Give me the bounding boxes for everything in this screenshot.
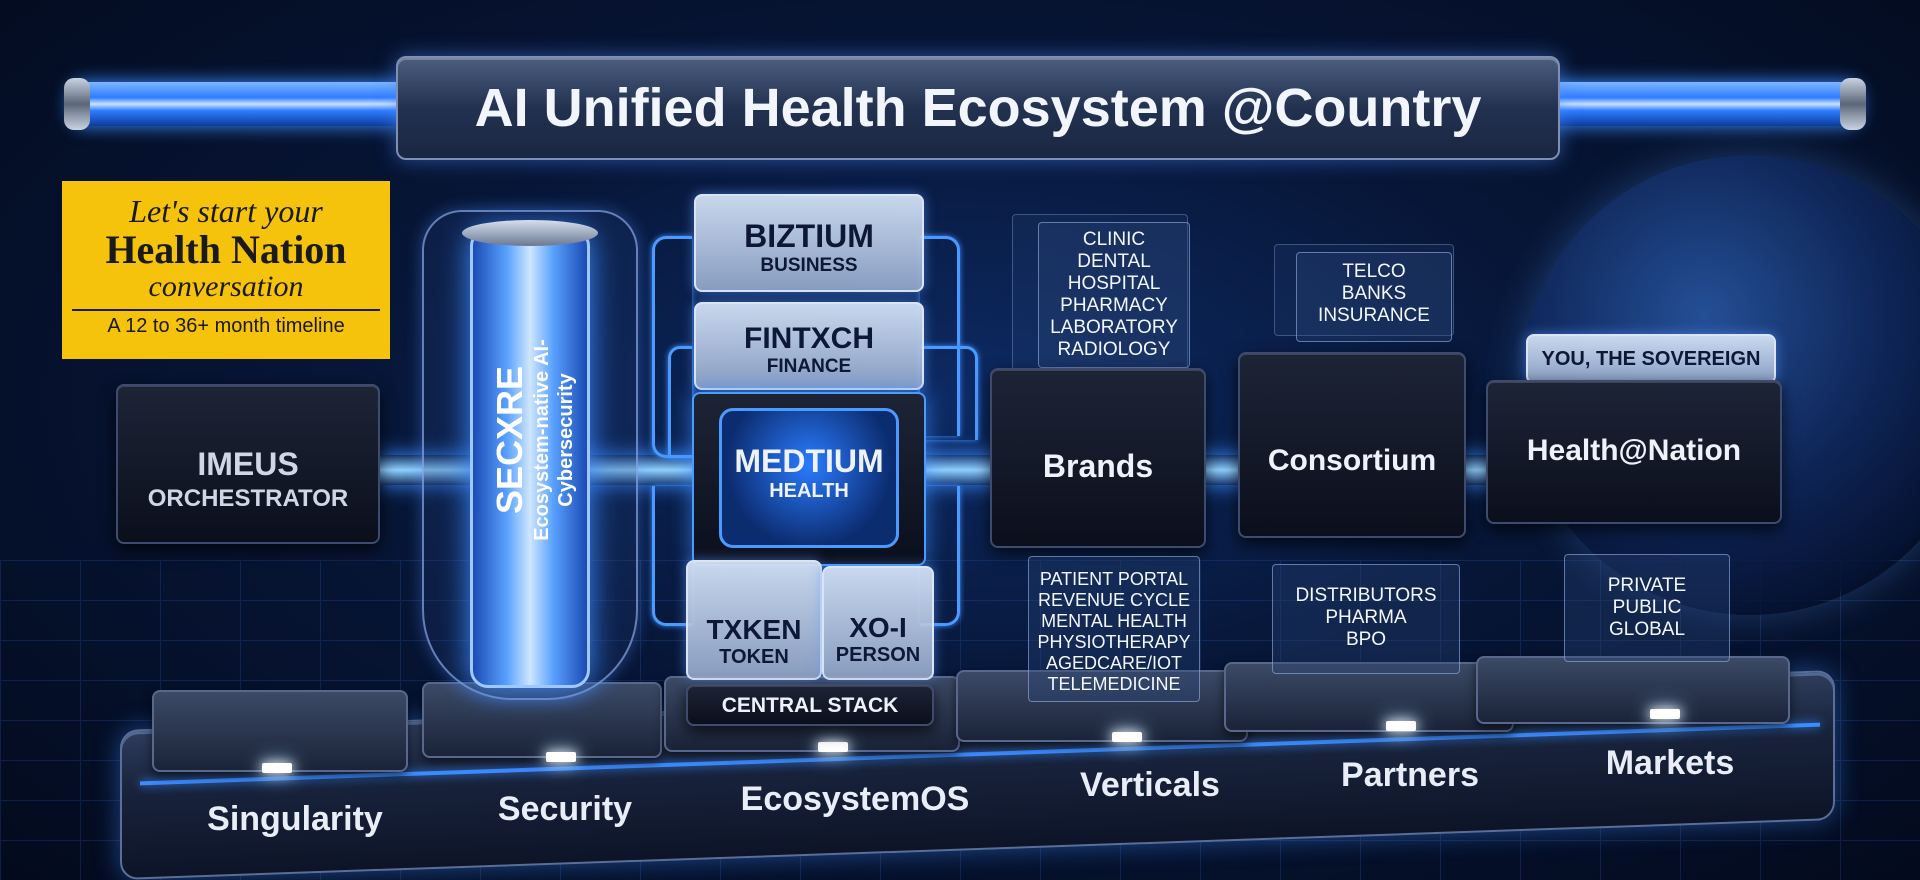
cta-box: Let's start your Health Nation conversat… [62, 181, 390, 359]
wire-right-biztium [920, 236, 960, 436]
brands-top-item: DENTAL [1077, 251, 1151, 272]
consortium-top-item: INSURANCE [1318, 305, 1430, 326]
central-stack-label-box: CENTRAL STACK [686, 684, 934, 726]
brands-top-item: LABORATORY [1050, 317, 1178, 338]
consortium-name: Consortium [1267, 444, 1437, 477]
brands-top-item: CLINIC [1082, 229, 1146, 250]
consortium-bottom-item: DISTRIBUTORS [1295, 585, 1437, 606]
wire-right-token [920, 486, 960, 626]
led-ecosystemos [818, 742, 848, 752]
security-text-block: SECXRE Ecosystem-native AI-Cybersecurity [489, 290, 577, 590]
nation-bottom-item: PRIVATE [1607, 575, 1687, 596]
brands-top-item: PHARMACY [1060, 295, 1168, 316]
security-name: SECXRE [489, 365, 530, 515]
medtium-name: MEDTIUM [734, 443, 884, 479]
title-tube-left [70, 82, 410, 126]
wire-token [652, 486, 692, 626]
consortium-top-list: TELCO BANKS INSURANCE [1296, 252, 1452, 342]
orchestrator-block: IMEUS ORCHESTRATOR [116, 384, 380, 544]
layer-label-ecosystemos: EcosystemOS [740, 780, 970, 818]
cta-line-1: Let's start your [129, 193, 323, 229]
cta-line-2: Health Nation [105, 227, 347, 272]
biztium-block: BIZTIUM BUSINESS [694, 194, 924, 292]
fintxch-block: FINTXCH FINANCE [694, 302, 924, 390]
layer-label-singularity: Singularity [207, 800, 383, 838]
consortium-bottom-item: BPO [1345, 629, 1387, 650]
biztium-name: BIZTIUM [744, 218, 874, 254]
xoi-sub: PERSON [835, 644, 921, 666]
plinth-singularity [152, 690, 408, 772]
led-markets [1650, 709, 1680, 719]
sovereign-plate: YOU, THE SOVEREIGN [1526, 334, 1776, 384]
consortium-top-item: BANKS [1341, 283, 1407, 304]
led-security [546, 752, 576, 762]
consortium-top-item: TELCO [1342, 261, 1406, 282]
brands-top-item: HOSPITAL [1067, 273, 1161, 294]
nation-bottom-list: PRIVATE PUBLIC GLOBAL [1564, 554, 1730, 662]
txken-name: TXKEN [706, 614, 802, 645]
txken-sub: TOKEN [719, 646, 789, 668]
xoi-block: XO-I PERSON [822, 566, 934, 680]
security-pillar [470, 228, 590, 688]
medtium-sub: HEALTH [769, 480, 849, 502]
orchestrator-name: IMEUS [197, 446, 299, 482]
wire-right-fintxch [920, 346, 978, 440]
led-singularity [262, 763, 292, 773]
brands-top-list: CLINIC DENTAL HOSPITAL PHARMACY LABORATO… [1038, 222, 1190, 368]
layer-label-partners: Partners [1341, 756, 1479, 794]
page-title: AI Unified Health Ecosystem @Country [396, 56, 1560, 160]
cta-line-3: conversation [148, 270, 304, 303]
cta-divider [72, 309, 380, 311]
health-nation-name: Health@Nation [1526, 434, 1742, 467]
page-title-text: AI Unified Health Ecosystem @Country [474, 78, 1482, 138]
layer-label-security: Security [497, 790, 633, 828]
brands-top-panel [1012, 214, 1188, 372]
xoi-name: XO-I [849, 612, 907, 643]
txken-block: TXKEN TOKEN [686, 560, 822, 680]
orchestrator-sub: ORCHESTRATOR [147, 485, 349, 512]
brands-top-item: RADIOLOGY [1057, 339, 1171, 360]
tube-cap-left [64, 78, 90, 130]
led-verticals [1112, 732, 1142, 742]
brands-block: Brands [990, 368, 1206, 548]
brands-bottom-item: PHYSIOTHERAPY [1037, 632, 1191, 652]
health-nation-block: Health@Nation [1486, 380, 1782, 524]
consortium-bottom-item: PHARMA [1325, 607, 1407, 628]
nation-bottom-item: PUBLIC [1612, 597, 1682, 618]
plinth-markets [1476, 656, 1790, 724]
plinth-security [422, 682, 662, 758]
cta-timeline: A 12 to 36+ month timeline [107, 315, 345, 337]
brands-bottom-item: PATIENT PORTAL [1039, 569, 1189, 589]
wire-fintxch [668, 346, 692, 458]
brands-name: Brands [1042, 448, 1154, 484]
security-sub: Ecosystem-native AI-Cybersecurity [531, 339, 577, 541]
brands-bottom-item: TELEMEDICINE [1047, 674, 1181, 694]
medtium-screen: MEDTIUM HEALTH [719, 408, 899, 548]
fintxch-sub: FINANCE [766, 356, 852, 377]
sovereign-label: YOU, THE SOVEREIGN [1541, 348, 1761, 370]
biztium-sub: BUSINESS [760, 255, 858, 276]
central-stack-label: CENTRAL STACK [721, 694, 899, 717]
tube-cap-right [1840, 78, 1866, 130]
brands-bottom-item: MENTAL HEALTH [1041, 611, 1187, 631]
brands-bottom-item: REVENUE CYCLE [1037, 590, 1191, 610]
title-tube-right [1540, 82, 1860, 126]
brands-bottom-item: AGEDCARE/IOT [1045, 653, 1183, 673]
layer-label-markets: Markets [1605, 744, 1735, 782]
consortium-top-panel [1274, 244, 1454, 336]
layer-label-verticals: Verticals [1080, 766, 1220, 804]
fintxch-name: FINTXCH [744, 322, 874, 355]
brands-bottom-list: PATIENT PORTAL REVENUE CYCLE MENTAL HEAL… [1028, 556, 1200, 702]
consortium-bottom-list: DISTRIBUTORS PHARMA BPO [1272, 564, 1460, 674]
consortium-block: Consortium [1238, 352, 1466, 538]
medtium-block: MEDTIUM HEALTH [692, 392, 926, 566]
led-partners [1386, 721, 1416, 731]
security-pillar-cap [462, 220, 598, 246]
nation-bottom-item: GLOBAL [1608, 619, 1686, 640]
